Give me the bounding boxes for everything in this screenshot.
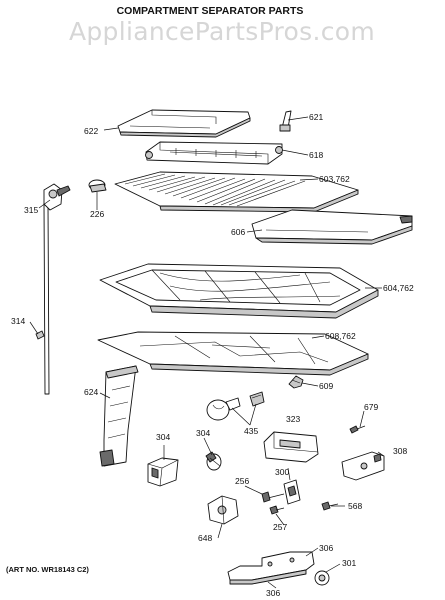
callout-226: 226	[90, 209, 104, 219]
part-304-knob[interactable]	[205, 451, 222, 471]
part-301-knob[interactable]	[314, 570, 330, 586]
callout-257: 257	[273, 522, 287, 532]
callout-568: 568	[348, 501, 362, 511]
watermark: AppliancePartsPros.com	[69, 17, 375, 46]
part-314-clip[interactable]	[35, 330, 45, 340]
part-304-box[interactable]	[147, 457, 179, 487]
leader-lines	[29, 116, 385, 589]
callout-304-b: 304	[196, 428, 210, 438]
callout-435: 435	[244, 426, 258, 436]
callout-306-a: 306	[319, 543, 333, 553]
part-648-motor[interactable]	[207, 495, 239, 525]
part-604-frame[interactable]	[99, 263, 379, 319]
part-226-knob[interactable]	[88, 179, 107, 193]
callout-621: 621	[309, 112, 323, 122]
callout-622: 622	[84, 126, 98, 136]
callout-256: 256	[235, 476, 249, 486]
part-609-clip[interactable]	[288, 375, 304, 389]
callout-300: 300	[275, 467, 289, 477]
callout-308: 308	[393, 446, 407, 456]
part-300-switch[interactable]	[267, 479, 301, 505]
part-568-screw[interactable]	[321, 501, 339, 511]
part-308-bracket[interactable]	[341, 451, 385, 481]
art-number: (ART NO. WR18143 C2)	[6, 565, 89, 574]
part-606-panel[interactable]	[251, 209, 413, 245]
part-315-rod[interactable]	[43, 183, 71, 395]
diagram-title: COMPARTMENT SEPARATOR PARTS	[117, 5, 304, 17]
part-603-shelf[interactable]	[114, 171, 359, 213]
part-435-socket[interactable]	[249, 391, 265, 407]
part-621-clip[interactable]	[279, 110, 292, 132]
callout-314: 314	[11, 316, 25, 326]
part-679-screw[interactable]	[349, 425, 366, 434]
part-608-cover[interactable]	[97, 331, 369, 376]
callout-648: 648	[198, 533, 212, 543]
callout-604-762: 604,762	[383, 283, 414, 293]
part-306-tray[interactable]	[227, 551, 315, 585]
callout-603-762: 603,762	[319, 174, 350, 184]
callout-618: 618	[309, 150, 323, 160]
callout-606: 606	[231, 227, 245, 237]
callout-609: 609	[319, 381, 333, 391]
callout-608-762: 608,762	[325, 331, 356, 341]
callout-labels: 622 621 618 603,762 315 226 606 604,762 …	[11, 112, 414, 598]
part-257-screw[interactable]	[269, 505, 285, 515]
callout-624: 624	[84, 387, 98, 397]
callout-301: 301	[342, 558, 356, 568]
part-323-housing[interactable]	[263, 431, 319, 463]
callout-679: 679	[364, 402, 378, 412]
callout-323: 323	[286, 414, 300, 424]
part-435-bulb[interactable]	[206, 397, 241, 421]
part-622-cover[interactable]	[117, 109, 251, 138]
callout-315: 315	[24, 205, 38, 215]
part-256-screw[interactable]	[261, 491, 271, 503]
part-624-duct[interactable]	[99, 365, 139, 467]
callout-306-b: 306	[266, 588, 280, 598]
callout-304-a: 304	[156, 432, 170, 442]
part-618-rail[interactable]	[145, 141, 283, 165]
